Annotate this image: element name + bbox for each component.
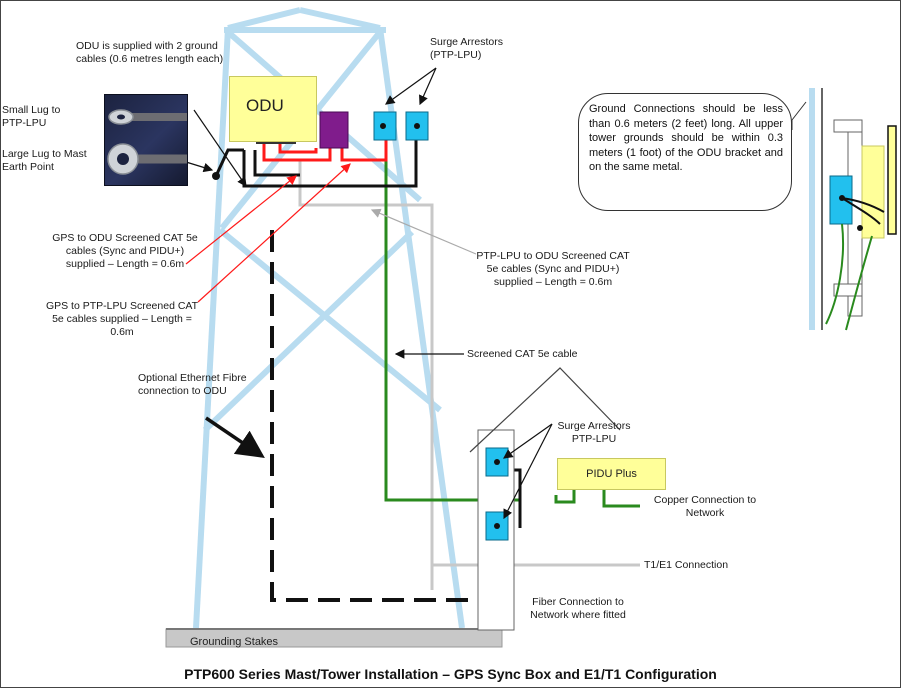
lug-illustration — [107, 109, 187, 175]
grey-cable-t1e1 — [430, 205, 640, 567]
arrow-surge-top-1 — [385, 67, 437, 105]
odu-unit: ODU — [229, 76, 317, 142]
tower-top-right-brace — [299, 7, 381, 31]
optional-fibre-cable — [270, 230, 475, 602]
red-cable-gps-lpu — [340, 140, 388, 162]
surge-lower-2-terminal — [494, 523, 500, 529]
label-large-lug: Large Lug to Mast Earth Point — [2, 148, 87, 173]
arrow-large-lug — [185, 161, 214, 173]
label-copper: Copper Connection to Network — [653, 494, 757, 519]
inset-mast-detail — [791, 88, 897, 331]
ground-lug-photo — [104, 94, 188, 186]
black-ground-lug — [214, 148, 244, 177]
ground-connections-callout: Ground Connections should be less than 0… — [578, 93, 792, 211]
label-gps-lpu: GPS to PTP-LPU Screened CAT 5e cables su… — [45, 300, 199, 338]
black-ground-cable-2 — [253, 150, 300, 177]
arrow-optional-fibre — [205, 416, 265, 458]
tower-cross-brace-3 — [218, 227, 442, 413]
label-lpu-odu: PTP-LPU to ODU Screened CAT 5e cables (S… — [476, 250, 630, 288]
inset-green-cable — [825, 223, 845, 325]
inset-odu-edge — [887, 125, 897, 235]
arrow-lpu-odu — [370, 208, 477, 255]
label-t1e1: T1/E1 Connection — [644, 559, 729, 571]
diagram-title: PTP600 Series Mast/Tower Installation – … — [184, 666, 717, 682]
green-cable-main — [384, 140, 488, 502]
label-grounding-stakes: Grounding Stakes — [190, 636, 279, 648]
inset-clamp-top — [833, 119, 863, 133]
arrow-ground-cables — [193, 109, 247, 187]
red-cable-gps-odu-2 — [278, 140, 318, 154]
arrow-gps-lpu — [197, 163, 351, 303]
label-ground-cables: ODU is supplied with 2 ground cables (0.… — [76, 40, 224, 65]
inset-ground-terminal — [857, 225, 863, 231]
surge-lower-1-terminal — [494, 459, 500, 465]
inset-green-cable-2 — [845, 235, 873, 331]
pointer-arrows — [185, 67, 553, 520]
label-gps-odu: GPS to ODU Screened CAT 5e cables (Sync … — [52, 232, 198, 270]
label-fiber: Fiber Connection to Network where fitted — [530, 596, 626, 621]
arrow-gps-odu — [185, 175, 297, 265]
pointer-lower-roof — [469, 367, 621, 453]
tower-left-leg — [193, 27, 231, 629]
inset-callout-tail — [791, 101, 807, 130]
black-ground-to-lpu — [242, 130, 418, 188]
label-optional-fibre: Optional Ethernet Fibre connection to OD… — [138, 372, 247, 397]
label-screened: Screened CAT 5e cable — [467, 348, 578, 360]
odu-label: ODU — [246, 96, 284, 115]
arrow-surge-bottom-1 — [503, 423, 553, 459]
arrow-surge-top-2 — [419, 67, 437, 106]
green-cable-pidu-left — [554, 490, 576, 504]
gps-sync-box — [319, 111, 349, 149]
green-cable-copper — [602, 490, 640, 508]
pidu-plus-unit: PIDU Plus — [557, 458, 666, 490]
inset-ground-cable — [841, 197, 885, 213]
label-small-lug: Small Lug to PTP-LPU — [2, 104, 61, 129]
arrow-surge-bottom-2 — [503, 423, 553, 520]
grey-cable-ptp-lpu-odu — [298, 160, 434, 590]
tower-cross-brace-4 — [202, 229, 415, 433]
tower-top-left-brace — [227, 7, 301, 31]
label-surge-top: Surge Arrestors (PTP-LPU) — [430, 36, 503, 61]
red-cable-gps-odu-1 — [262, 140, 332, 162]
red-cables — [262, 140, 388, 162]
label-surge-bottom: Surge Arrestors PTP-LPU — [557, 420, 631, 445]
surge-upper-1-terminal — [380, 123, 386, 129]
inset-ground-cable-2 — [841, 197, 881, 225]
mast-earth-point — [212, 172, 220, 180]
inset-odu — [861, 145, 885, 239]
surge-upper-2-terminal — [414, 123, 420, 129]
grey-cables — [298, 160, 640, 590]
